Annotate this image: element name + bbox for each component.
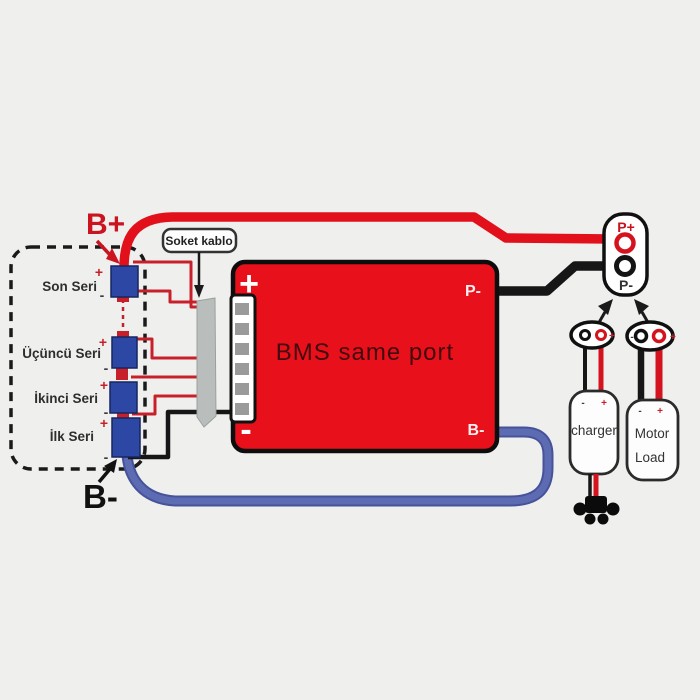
cell-label-son-seri: Son Seri <box>42 279 97 294</box>
series-link-2-3 <box>116 366 128 380</box>
motor-plug-connector <box>625 320 675 352</box>
balance-wire-1 <box>133 260 198 309</box>
p-minus-power-wire <box>490 261 617 296</box>
balance-pin <box>235 383 249 395</box>
socket-cable-connector <box>196 297 217 428</box>
plus-mark: + <box>100 377 108 393</box>
motor-load-label-line2: Load <box>635 450 665 465</box>
minus-mark: - <box>581 398 584 409</box>
battery-cell-ikinci-seri <box>109 381 138 414</box>
balance-pin <box>235 343 249 355</box>
charger-plug-arrow-head-icon <box>598 299 613 315</box>
balance-pin <box>235 403 249 415</box>
socket-cable-label: Soket kablo <box>165 234 232 248</box>
plus-mark: + <box>95 264 103 280</box>
b-plus-power-wire <box>119 212 618 273</box>
cell-label-ikinci-seri: İkinci Seri <box>34 391 98 406</box>
b-minus-arrow-line <box>97 467 112 484</box>
balance-pin <box>235 363 249 375</box>
balance-pins <box>235 303 249 415</box>
cell-label-ucuncu-seri: Üçüncü Seri <box>22 346 101 361</box>
battery-cell-ucuncu-seri <box>111 336 138 369</box>
output-p-plus-label: P+ <box>617 219 635 235</box>
series-link-3-4 <box>117 410 129 419</box>
minus-mark: - <box>638 406 641 417</box>
p-plus-ring-terminal-icon <box>614 232 636 254</box>
b-minus-label: B- <box>83 478 118 515</box>
motor-load-label-line1: Motor <box>635 426 670 441</box>
plus-mark: + <box>657 406 663 417</box>
minus-mark: - <box>104 360 109 376</box>
balance-wires <box>131 260 198 416</box>
bms-p-minus-terminal-label: P- <box>465 283 481 300</box>
balance-pin <box>235 303 249 315</box>
battery-cells <box>109 265 141 458</box>
battery-cell-ilk-seri <box>111 417 141 458</box>
minus-mark: - <box>104 404 109 420</box>
output-connector <box>602 212 649 297</box>
socket-cable-arrow-head-icon <box>194 285 204 298</box>
bms-minus-terminal-label: - <box>240 411 251 449</box>
motor-red-pin-icon <box>651 328 667 344</box>
cell-label-ilk-seri: İlk Seri <box>50 429 94 444</box>
bms-title: BMS same port <box>276 339 454 366</box>
charger-plug-connector <box>569 320 615 350</box>
b-minus-arrow-head-icon <box>104 459 117 473</box>
p-minus-ring-terminal-icon <box>614 255 636 277</box>
series-stub-bottom <box>117 331 129 337</box>
motor-load-box <box>625 398 680 482</box>
b-plus-arrow-head-icon <box>106 248 120 264</box>
plus-mark: + <box>99 334 107 350</box>
minus-mark: - <box>100 287 105 303</box>
minus-mark: - <box>104 449 109 465</box>
motor-plug-arrow-head-icon <box>634 299 649 315</box>
balance-pin <box>235 323 249 335</box>
ac-plug-icon <box>573 496 620 525</box>
plus-mark: + <box>100 415 108 431</box>
b-plus-label: B+ <box>86 208 125 241</box>
charger-black-pin-icon <box>579 329 591 341</box>
balance-wire-5 <box>132 394 198 416</box>
battery-cell-son-seri <box>110 265 139 298</box>
charger-label: charger <box>571 423 617 438</box>
output-p-minus-label: P- <box>619 277 633 293</box>
balance-wire-3 <box>135 337 198 360</box>
plus-mark: + <box>609 331 615 342</box>
b-minus-wire <box>123 428 552 505</box>
motor-black-pin-icon <box>633 328 649 344</box>
bms-b-minus-terminal-label: B- <box>468 422 485 439</box>
balance-wire-2 <box>133 289 198 304</box>
b-plus-arrow-line <box>95 239 113 258</box>
cell-polarity-marks: + - + - + - + - <box>95 264 109 465</box>
minus-mark: - <box>630 332 633 343</box>
plus-mark: + <box>601 398 607 409</box>
charger-red-pin-icon <box>595 329 607 341</box>
plus-mark: + <box>670 332 676 343</box>
series-stub-top <box>117 296 129 302</box>
battery-pack-dashed-border <box>9 245 147 471</box>
